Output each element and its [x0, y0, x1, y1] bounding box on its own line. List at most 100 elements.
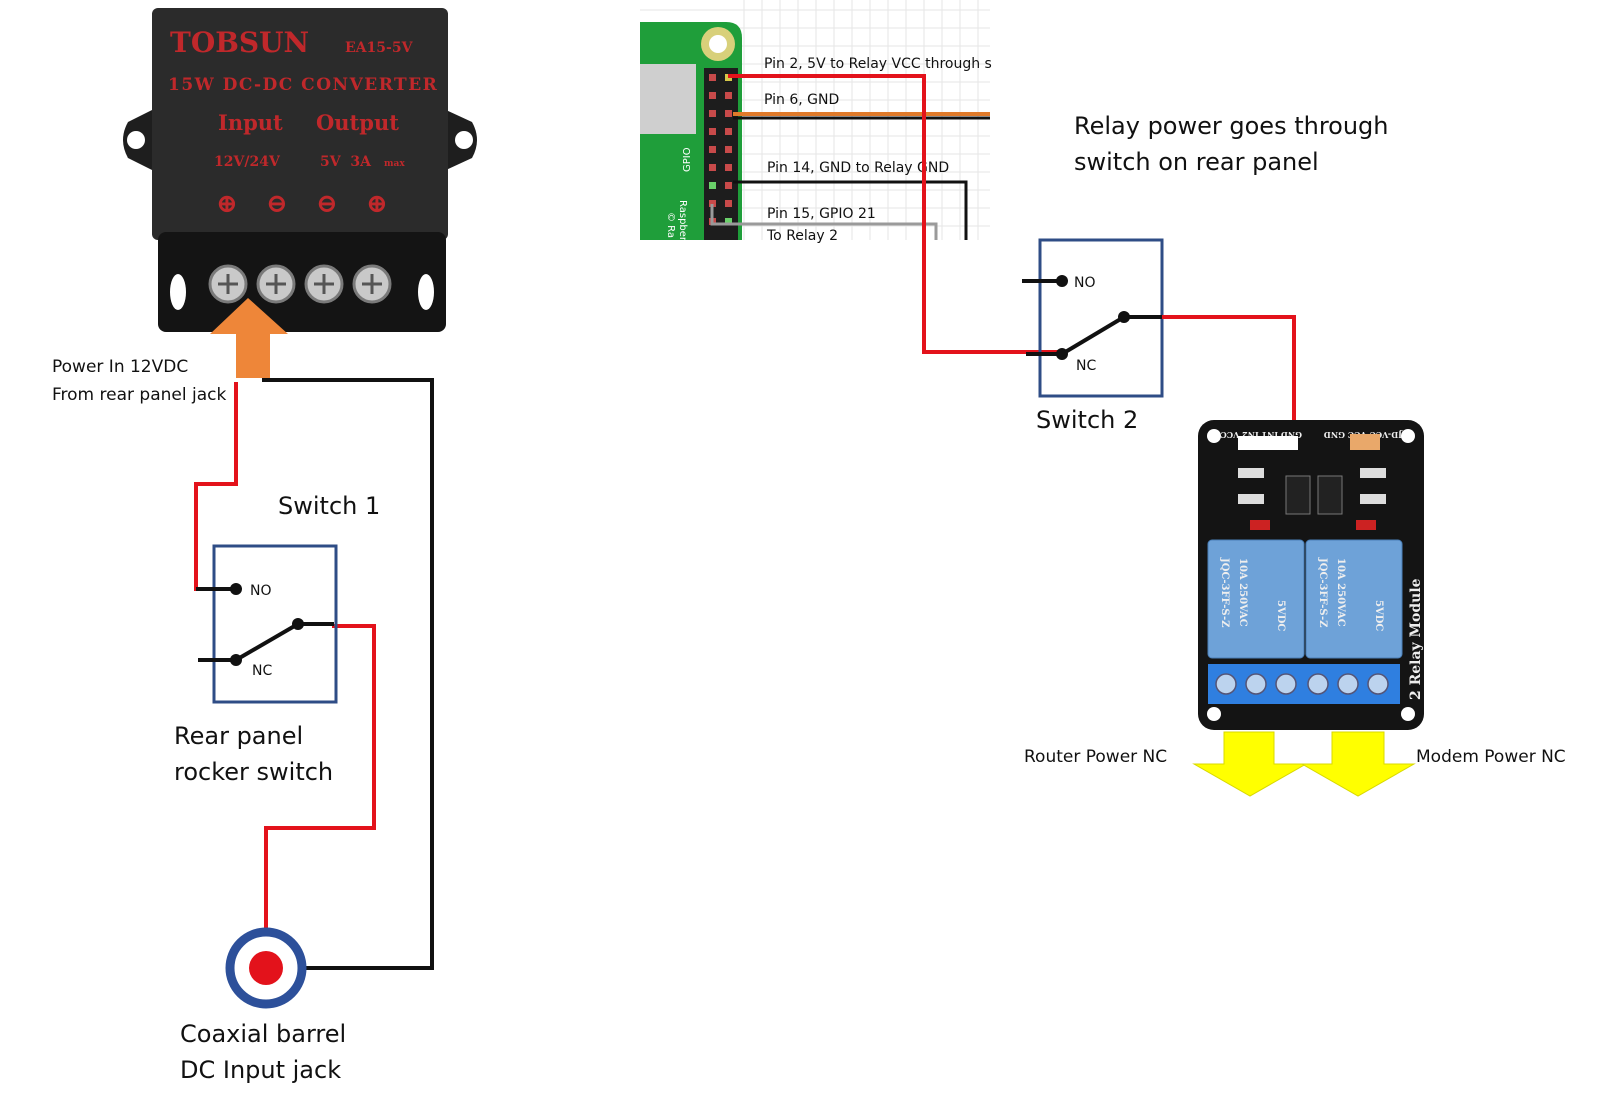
dc-barrel-jack: Coaxial barrel DC Input jack: [180, 927, 346, 1084]
power-in-line-1: Power In 12VDC: [52, 357, 188, 377]
smd-diode: [1356, 520, 1376, 530]
dc-dc-converter: TOBSUN EA15-5V 15W DC-DC CONVERTER Input…: [123, 8, 477, 332]
relay-module-label: 2 Relay Module: [1408, 578, 1424, 700]
wire-pin15-gpio21: [710, 204, 938, 240]
converter-input-label: Input: [218, 110, 283, 135]
converter-title: 15W DC-DC CONVERTER: [168, 75, 438, 95]
relay-k2-marking-3: 5VDC: [1275, 600, 1286, 631]
switch-2-nc-label: NC: [1076, 358, 1096, 374]
dc-jack-label-line-2: DC Input jack: [180, 1056, 341, 1084]
smd-component: [1238, 468, 1264, 478]
wire-pin2-5v: [728, 74, 1062, 354]
pi-pin14-label: Pin 14, GND to Relay GND: [767, 160, 949, 176]
switch-2-lever: [1060, 315, 1126, 356]
switch-1-lever: [234, 622, 300, 662]
converter-output-rating: 5V 3A: [320, 154, 372, 170]
wire-pin14-gnd: [733, 180, 968, 240]
relay-mount-hole: [1207, 429, 1221, 443]
relay-k2-marking-2: JQC-3FF-S-Z: [1219, 557, 1230, 627]
relay-terminal-screw: [1337, 673, 1359, 695]
relay-screw-terminals: [1215, 673, 1389, 695]
converter-brand: TOBSUN: [170, 26, 309, 59]
relay-header-label-left: GND IN1 IN2 VCC: [1220, 430, 1302, 440]
pi-pin6-label: Pin 6, GND: [764, 92, 839, 108]
switch-1-title: Switch 1: [278, 492, 380, 520]
wire-ground-jack-to-converter: [262, 378, 434, 970]
relay-mount-hole: [1207, 707, 1221, 721]
switch-2-no-contact: [1056, 275, 1068, 287]
relay-jumper: [1350, 434, 1380, 450]
wire-switch2-to-relay-vcc: [1162, 315, 1296, 428]
converter-mount-hole-right: [455, 131, 473, 149]
converter-terminal-symbol: ⊖: [316, 189, 338, 219]
smd-component: [1238, 494, 1264, 504]
dc-jack-center-pin: [249, 951, 283, 985]
relay-module: GND IN1 IN2 VCC JD-VCC VCC GND 10A 250VA…: [1198, 420, 1424, 730]
relay-terminal-screw: [1245, 673, 1267, 695]
wire-converter-to-switch1-no: [194, 382, 238, 591]
switch-1-caption-line-1: Rear panel: [174, 722, 303, 750]
switch-1: NO NC Switch 1 Rear panel rocker switch: [174, 492, 380, 786]
switch-2-title: Switch 2: [1036, 406, 1138, 434]
converter-terminal-symbol: ⊖: [266, 189, 288, 219]
converter-input-rating: 12V/24V: [214, 154, 281, 170]
terminal-slot-right: [418, 274, 434, 310]
pi-mount-hole-inner: [709, 35, 727, 53]
pi-board-text-2: © Ra: [665, 212, 676, 238]
optocoupler: [1317, 475, 1343, 515]
modem-power-arrow: [1300, 731, 1416, 797]
power-in-line-2: From rear panel jack: [52, 385, 226, 405]
router-power-arrow: [1192, 731, 1308, 797]
relay-terminal-screw: [1307, 673, 1329, 695]
relay-k2-marking-1: 10A 250VAC: [1237, 558, 1248, 627]
converter-mount-hole-left: [127, 131, 145, 149]
relay-terminal-screw: [1275, 673, 1297, 695]
optocoupler: [1285, 475, 1311, 515]
converter-model: EA15-5V: [345, 40, 414, 56]
converter-terminal-symbol: ⊕: [366, 189, 388, 219]
switch-1-no-label: NO: [250, 583, 272, 599]
smd-diode: [1250, 520, 1270, 530]
relay-input-header: [1238, 436, 1298, 450]
power-in-arrow: [210, 298, 288, 378]
relay-k1-marking-2: JQC-3FF-S-Z: [1317, 557, 1328, 627]
relay-k1: [1305, 539, 1403, 659]
raspberry-pi-gpio: GPIO Raspberry © Ra Pin 2, 5V to Relay V…: [640, 0, 992, 251]
terminal-screws: [208, 264, 392, 304]
smd-component: [1360, 494, 1386, 504]
smd-component: [1360, 468, 1386, 478]
wire-switch1-to-jack: [264, 624, 376, 968]
relay-mount-hole: [1401, 429, 1415, 443]
switch-1-nc-label: NC: [252, 663, 272, 679]
switch-2-no-label: NO: [1074, 275, 1096, 291]
dc-jack-label-line-1: Coaxial barrel: [180, 1020, 346, 1048]
switch-1-no-contact: [230, 583, 242, 595]
pi-chip: [640, 64, 696, 134]
converter-output-label: Output: [316, 110, 399, 135]
switch-2: NO NC Switch 2: [1022, 238, 1164, 434]
converter-terminal-block: [158, 232, 446, 332]
relay-terminal-screw: [1215, 673, 1237, 695]
relay-k1-marking-3: 5VDC: [1373, 600, 1384, 631]
annotation-line-1: Relay power goes through: [1074, 112, 1389, 140]
annotation-line-2: switch on rear panel: [1074, 148, 1319, 176]
modem-power-label: Modem Power NC: [1416, 747, 1566, 767]
relay-k2: [1207, 539, 1305, 659]
pi-board-text: Raspberry: [677, 200, 688, 251]
pi-relay2-label: To Relay 2: [766, 228, 838, 244]
converter-output-rating-suffix: max: [384, 159, 405, 169]
relay-k1-marking-1: 10A 250VAC: [1335, 558, 1346, 627]
terminal-slot-left: [170, 274, 186, 310]
converter-terminal-symbol: ⊕: [216, 189, 238, 219]
switch-1-caption-line-2: rocker switch: [174, 758, 333, 786]
relay-terminal-screw: [1367, 673, 1389, 695]
pi-pin15-label: Pin 15, GPIO 21: [767, 206, 876, 222]
pi-pin2-label: Pin 2, 5V to Relay VCC through s: [764, 56, 992, 72]
pi-gpio-label: GPIO: [682, 147, 693, 172]
router-power-label: Router Power NC: [1024, 747, 1167, 767]
converter-body: [152, 8, 448, 240]
relay-mount-hole: [1401, 707, 1415, 721]
gpio-header: [704, 68, 738, 240]
switch-1-box: [212, 544, 338, 704]
